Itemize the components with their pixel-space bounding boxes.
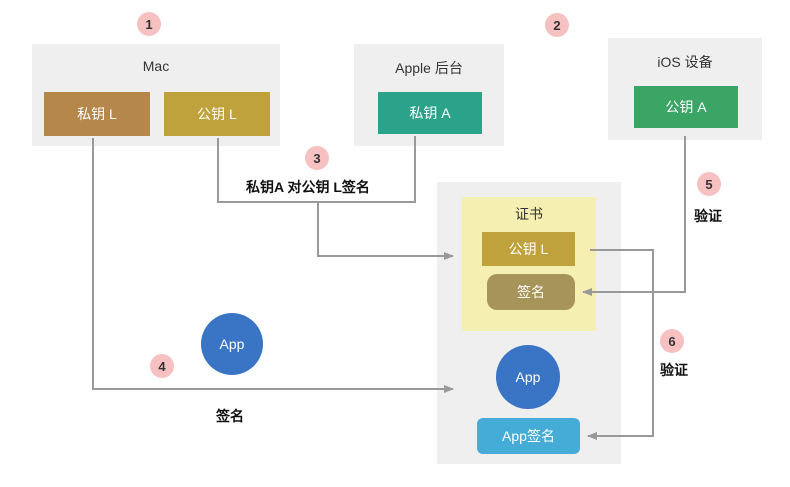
step-badge-5: 5 [697,172,721,196]
mac-private-key-box: 私钥 L [44,92,150,136]
certificate-signature-box: 签名 [487,274,575,310]
step-badge-2: 2 [545,13,569,37]
mac-public-key-box: 公钥 L [164,92,270,136]
apple-title: Apple 后台 [395,60,463,76]
step3-label: 私钥A 对公钥 L签名 [246,179,370,195]
ios-title: iOS 设备 [657,54,713,70]
arrow-to-certificate [317,202,454,260]
step-badge-1: 1 [137,12,161,36]
step-badge-3: 3 [305,146,329,170]
step4-label: 签名 [216,408,244,424]
app-signature-box: App签名 [477,418,580,454]
app-circle-right: App [496,345,560,409]
line-private-key-a [318,136,416,203]
apple-private-key-box: 私钥 A [378,92,482,134]
certificate-title: 证书 [515,206,543,222]
certificate-public-key-box: 公钥 L [482,232,575,266]
step-badge-4: 4 [150,354,174,378]
arrow-verify-certificate [582,136,686,296]
app-circle-left: App [201,313,263,375]
mac-title: Mac [142,58,170,74]
step-badge-6: 6 [660,329,684,353]
step6-label: 验证 [660,362,688,378]
step5-label: 验证 [694,208,722,224]
arrow-verify-app-signature [587,249,654,440]
line-public-key-l [217,138,318,203]
arrow-sign-app [92,138,454,393]
ios-public-key-box: 公钥 A [634,86,738,128]
